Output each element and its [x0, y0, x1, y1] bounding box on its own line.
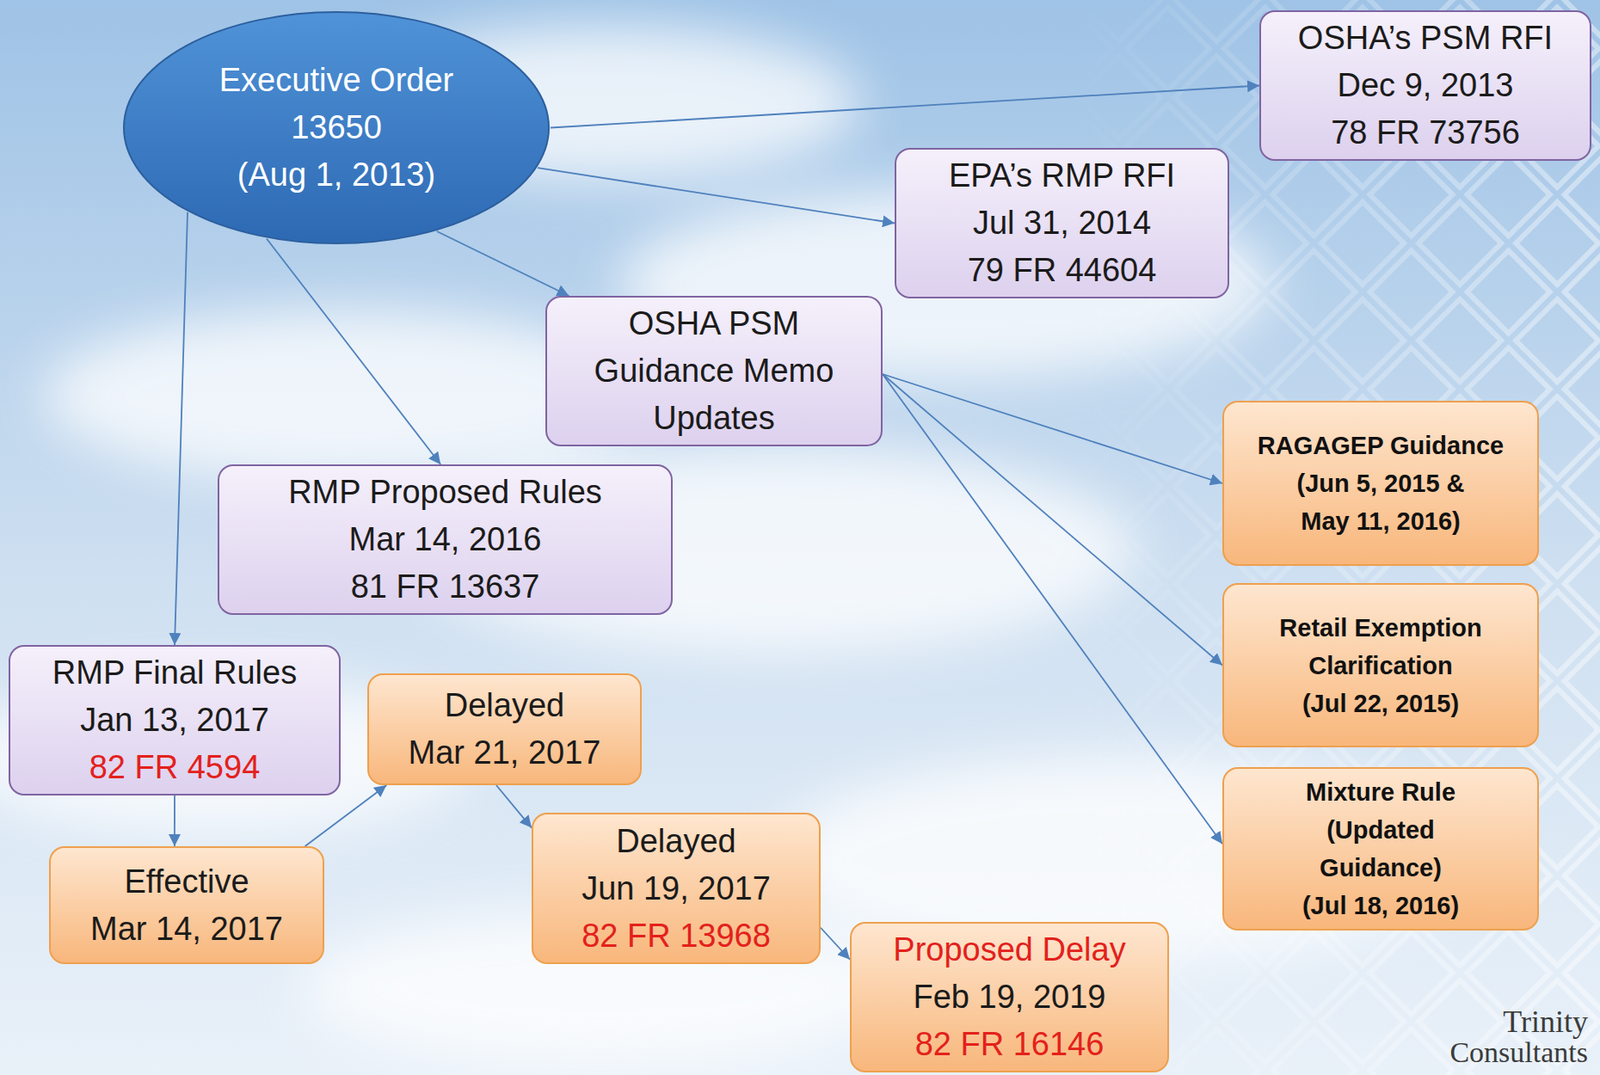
node-text: Mar 14, 2016: [349, 516, 542, 564]
node-text: Mixture Rule: [1305, 773, 1456, 812]
guidance-topic-box: Retail Exemption Clarification(Jul 22, 2…: [1222, 583, 1539, 748]
arrow-connector: [882, 374, 1223, 484]
node-text: RMP Proposed Rules: [288, 468, 603, 517]
node-text: Jan 13, 2017: [80, 696, 270, 745]
node-text: (Jul 18, 2016): [1302, 886, 1459, 925]
arrow-connector: [537, 167, 895, 223]
arrow-connector: [550, 86, 1260, 129]
logo-text: Trinity: [1502, 1006, 1588, 1038]
guidance-topic-box: RAGAGEP Guidance(Jun 5, 2015 & May 11, 2…: [1222, 400, 1539, 567]
arrow-connector: [436, 231, 570, 296]
rfi-box: EPA’s RMP RFIJul 31, 201479 FR 44604: [894, 147, 1230, 299]
node-text: Jul 31, 2014: [972, 199, 1151, 247]
node-text: Mar 14, 2017: [90, 905, 284, 954]
logo-text: Consultants: [1449, 1037, 1588, 1069]
status-box: DelayedMar 21, 2017: [367, 673, 642, 786]
node-text: 79 FR 44604: [967, 246, 1157, 295]
node-text: Mar 21, 2017: [408, 729, 602, 777]
node-text: Executive Order 13650: [198, 56, 474, 152]
status-box: DelayedJun 19, 201782 FR 13968: [531, 812, 821, 965]
arrow-connector: [174, 212, 188, 646]
guidance-box: OSHA PSM Guidance Memo Updates: [545, 295, 883, 447]
node-text: 81 FR 13637: [350, 563, 541, 611]
node-text: RAGAGEP Guidance: [1257, 426, 1504, 465]
node-text: RMP Final Rules: [52, 649, 297, 697]
status-box: Proposed DelayFeb 19, 201982 FR 16146: [849, 922, 1170, 1073]
citation-text: 82 FR 4594: [89, 744, 261, 792]
arrow-connector: [820, 928, 850, 960]
arrow-connector: [496, 785, 532, 829]
node-text: EPA’s RMP RFI: [948, 152, 1176, 200]
node-text: (Updated Guidance): [1281, 811, 1480, 887]
citation-text: 82 FR 13968: [581, 912, 771, 960]
node-text: (Jul 22, 2015): [1302, 684, 1459, 723]
arrow-connector: [266, 239, 441, 465]
rule-box: RMP Proposed RulesMar 14, 201681 FR 1363…: [217, 464, 673, 616]
node-text: Effective: [123, 858, 249, 906]
guidance-topic-box: Mixture Rule(Updated Guidance)(Jul 18, 2…: [1222, 767, 1539, 931]
status-box: EffectiveMar 14, 2017: [49, 846, 325, 965]
node-text: Delayed: [444, 682, 565, 730]
arrow-connector: [882, 374, 1223, 844]
arrow-connector: [173, 795, 176, 847]
node-text: Retail Exemption Clarification: [1268, 609, 1493, 685]
node-text: Dec 9, 2013: [1337, 61, 1514, 110]
ellipse-outline: [123, 12, 549, 244]
arrow-connector: [882, 374, 1223, 666]
executive-order-ellipse: Executive Order 13650(Aug 1, 2013): [122, 10, 551, 246]
citation-text: Proposed Delay: [892, 926, 1126, 974]
node-text: (Aug 1, 2013): [237, 151, 436, 199]
citation-text: 82 FR 16146: [915, 1021, 1105, 1069]
rule-box: RMP Final RulesJan 13, 201782 FR 4594: [8, 645, 341, 796]
node-text: (Jun 5, 2015 & May 11, 2016): [1281, 464, 1480, 541]
node-text: Delayed: [615, 818, 736, 866]
node-text: Jun 19, 2017: [581, 865, 771, 913]
node-text: Feb 19, 2019: [913, 973, 1107, 1022]
node-text: OSHA’s PSM RFI: [1298, 14, 1553, 62]
node-text: OSHA PSM Guidance Memo Updates: [576, 300, 852, 443]
node-text: 78 FR 73756: [1330, 109, 1520, 157]
rfi-box: OSHA’s PSM RFIDec 9, 201378 FR 73756: [1259, 10, 1592, 161]
